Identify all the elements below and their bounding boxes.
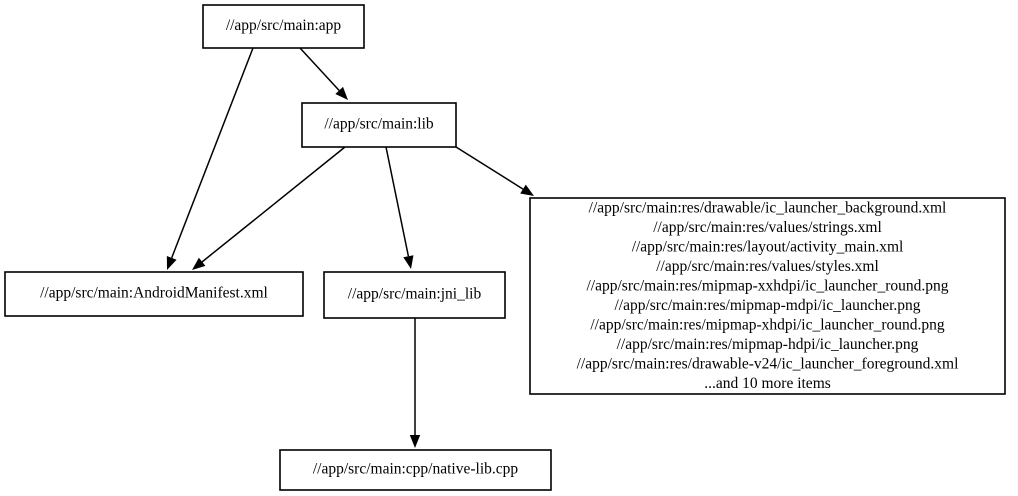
node-label: //app/src/main:res/drawable/ic_launcher_… bbox=[577, 199, 959, 392]
graph-node[interactable]: //app/src/main:lib bbox=[301, 102, 457, 148]
graph-edge bbox=[385, 146, 414, 269]
graph-node[interactable]: //app/src/main:AndroidManifest.xml bbox=[4, 271, 304, 317]
node-label-line: //app/src/main:res/values/styles.xml bbox=[656, 257, 879, 274]
node-label-line: //app/src/main:res/values/strings.xml bbox=[653, 218, 882, 235]
node-label-line: //app/src/main:res/mipmap-xxhdpi/ic_laun… bbox=[586, 277, 948, 294]
node-box[interactable] bbox=[279, 449, 552, 491]
graph-edge bbox=[192, 146, 346, 270]
node-label: //app/src/main:jni_lib bbox=[348, 286, 482, 303]
edge-arrowhead bbox=[520, 184, 534, 196]
edge-line bbox=[170, 47, 254, 259]
graph-node[interactable]: //app/src/main:jni_lib bbox=[323, 271, 506, 319]
node-box[interactable] bbox=[323, 271, 506, 319]
graph-edge bbox=[455, 146, 534, 196]
edge-line bbox=[201, 146, 346, 263]
node-label: //app/src/main:cpp/native-lib.cpp bbox=[313, 461, 519, 478]
node-label-line: //app/src/main:res/mipmap-hdpi/ic_launch… bbox=[617, 335, 919, 352]
node-label: //app/src/main:app bbox=[226, 17, 342, 34]
node-box[interactable] bbox=[202, 4, 365, 49]
edge-arrowhead bbox=[335, 86, 348, 100]
edge-arrowhead bbox=[192, 257, 206, 270]
node-label-line: //app/src/main:res/layout/activity_main.… bbox=[632, 238, 904, 255]
graph-edge bbox=[409, 318, 421, 448]
graph-edge bbox=[166, 47, 254, 270]
edge-arrowhead bbox=[409, 435, 421, 448]
edge-line bbox=[385, 146, 410, 257]
node-label: //app/src/main:AndroidManifest.xml bbox=[40, 285, 268, 302]
edge-arrowhead bbox=[166, 255, 177, 270]
node-label-line: //app/src/main:res/mipmap-xhdpi/ic_launc… bbox=[590, 316, 945, 333]
edges-layer bbox=[166, 47, 534, 448]
graph-node[interactable]: //app/src/main:cpp/native-lib.cpp bbox=[279, 449, 552, 491]
node-box[interactable] bbox=[4, 271, 304, 317]
node-box[interactable] bbox=[301, 102, 457, 148]
node-label-line: //app/src/main:res/drawable-v24/ic_launc… bbox=[577, 355, 959, 372]
edge-arrowhead bbox=[403, 255, 414, 269]
node-label-line: //app/src/main:res/drawable/ic_launcher_… bbox=[589, 199, 947, 216]
node-label-line: //app/src/main:res/mipmap-mdpi/ic_launch… bbox=[614, 296, 920, 313]
graph-node[interactable]: //app/src/main:res/drawable/ic_launcher_… bbox=[529, 197, 1006, 395]
edge-line bbox=[455, 146, 524, 190]
node-label: //app/src/main:lib bbox=[324, 116, 434, 133]
edge-line bbox=[299, 47, 340, 91]
node-box[interactable] bbox=[529, 197, 1006, 395]
nodes-layer: //app/src/main:app //app/src/main:lib //ap… bbox=[4, 4, 1006, 491]
node-label-line: ...and 10 more items bbox=[704, 374, 831, 391]
graph-edge bbox=[299, 47, 348, 100]
graph-node[interactable]: //app/src/main:app bbox=[202, 4, 365, 49]
